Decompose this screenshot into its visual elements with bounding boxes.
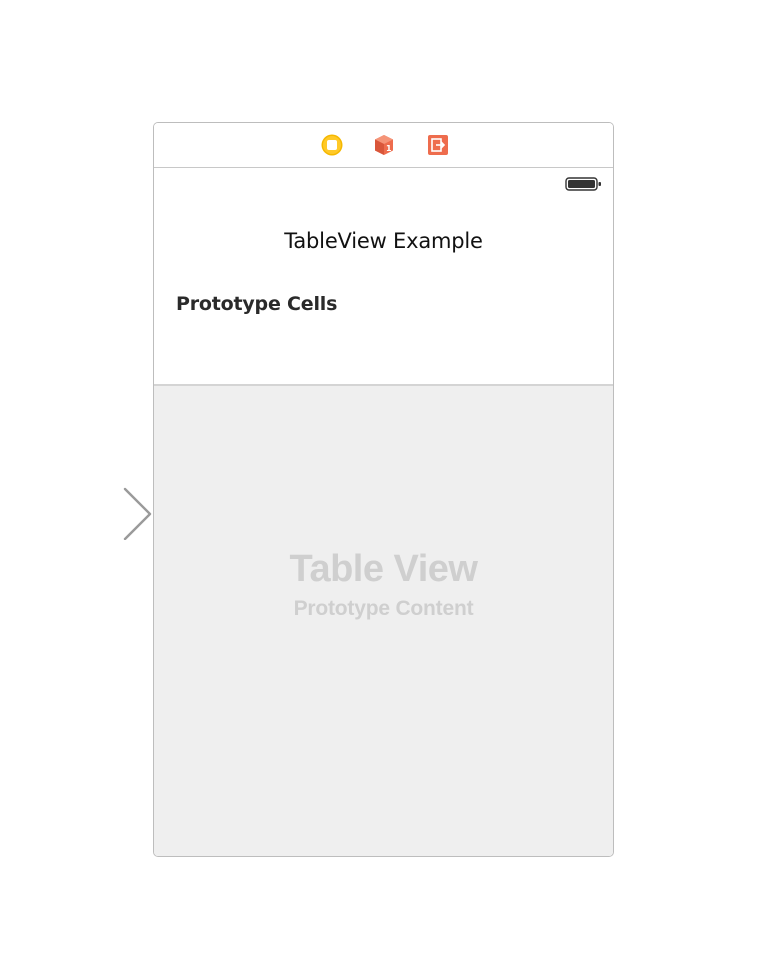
exit-icon[interactable] [427,134,449,156]
scene-dock: 1 [154,123,613,168]
prototype-cells-label: Prototype Cells [176,293,338,315]
table-view[interactable]: Table View Prototype Content [154,386,613,856]
status-bar [154,168,613,191]
navigation-bar [154,188,613,268]
initial-view-controller-arrow-icon[interactable] [14,486,156,540]
navigation-title: TableView Example [284,229,483,253]
battery-icon [565,177,601,191]
header-divider [154,384,613,386]
table-view-placeholder-title: Table View [289,548,478,590]
table-view-placeholder-subtitle: Prototype Content [293,597,474,620]
first-responder-icon[interactable]: 1 [373,134,395,156]
view-controller-scene[interactable]: 1 TableView Example Prototype Cells [153,122,614,857]
view-controller-icon[interactable] [321,134,343,156]
svg-text:1: 1 [386,144,392,153]
